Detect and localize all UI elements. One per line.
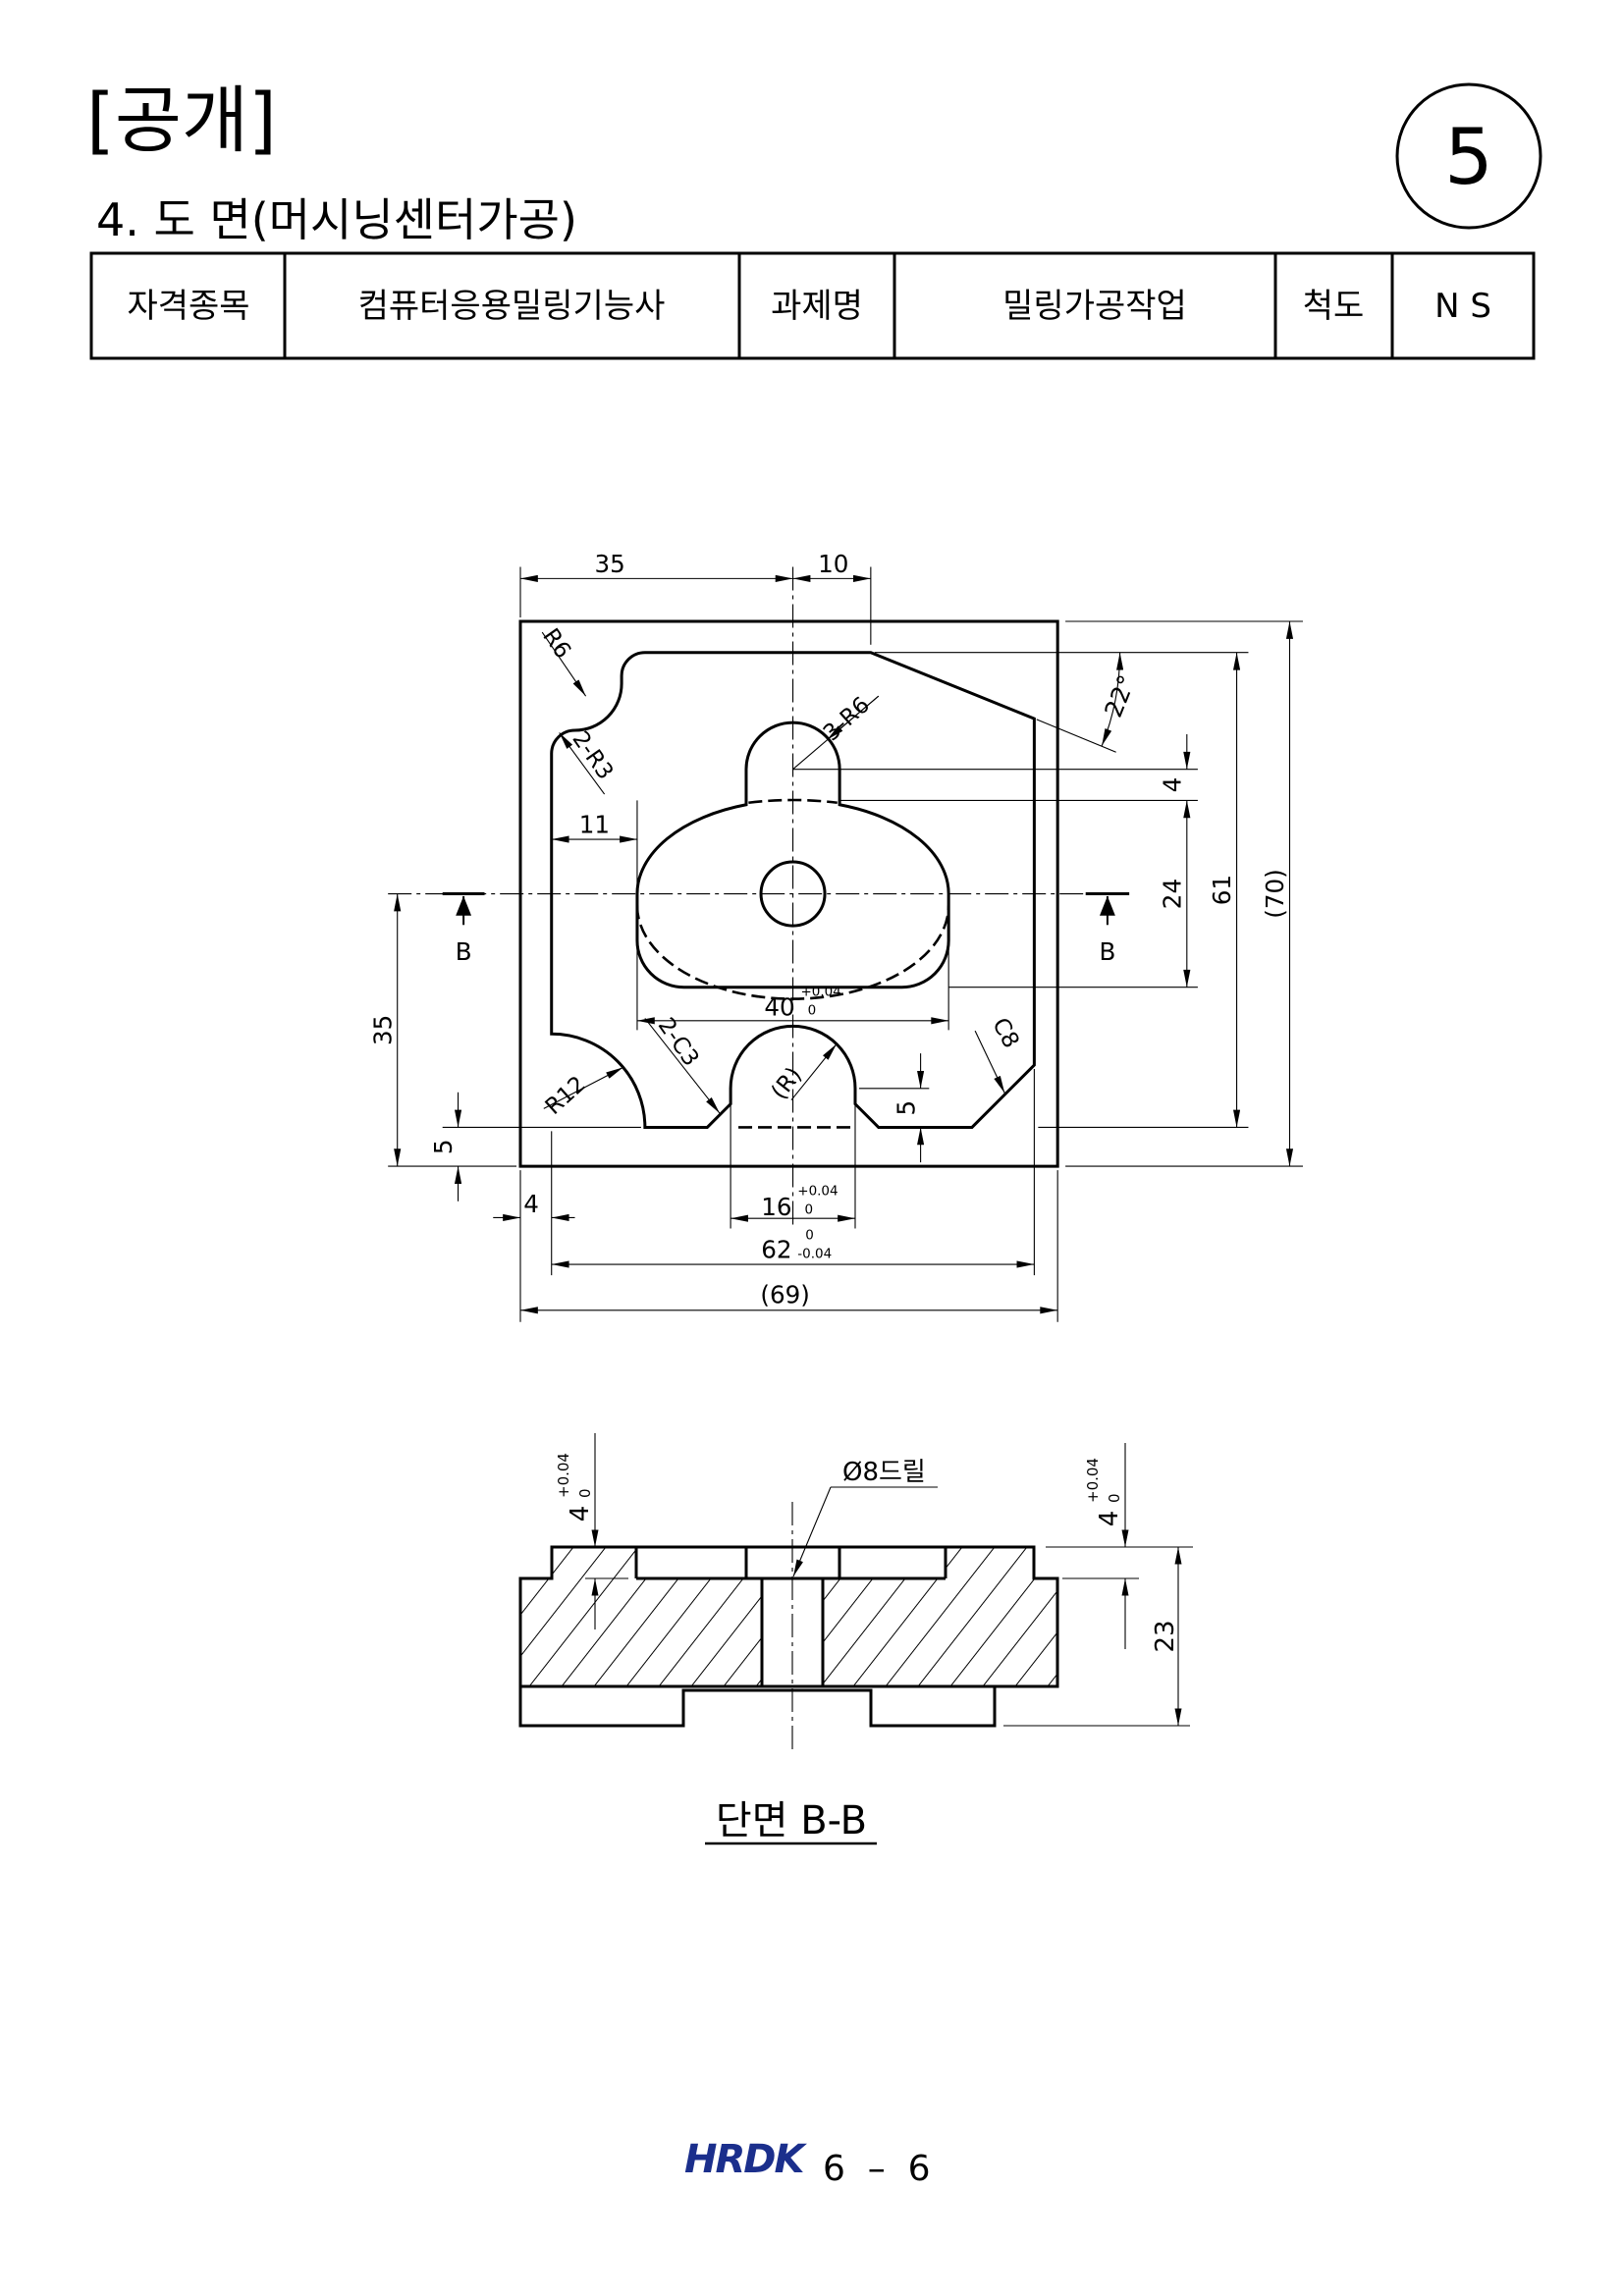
- depth-left-tol-lower: 0: [576, 1488, 594, 1498]
- section-title: 단면 B-B: [716, 1798, 867, 1843]
- dim-4-bottom: 4: [523, 1190, 539, 1218]
- section-mark-left-label: B: [456, 937, 472, 966]
- hatch-right: [823, 1547, 1057, 1686]
- foot-outline: [520, 1686, 995, 1726]
- dim-5-slot: 5: [892, 1100, 920, 1116]
- depth-right: 4: [1095, 1511, 1124, 1527]
- scale-label: 척도: [1303, 287, 1365, 326]
- dim-16-tol-lower: 0: [804, 1201, 813, 1217]
- section-outline: [520, 1547, 1057, 1686]
- angle-22: 22°: [1099, 670, 1141, 721]
- drill-note: Ø8드릴: [842, 1458, 926, 1487]
- dim-62-tol-lower: -0.04: [797, 1247, 832, 1262]
- section-view: 4 +0.04 0 4 +0.04 0 23 Ø8드릴 단면 B-B: [520, 1433, 1193, 1845]
- dim-11: 11: [579, 811, 610, 839]
- dim-4-right: 4: [1158, 777, 1186, 793]
- note-c8: C8: [987, 1014, 1023, 1052]
- section-title: 4. 도 면(머시닝센터가공): [96, 193, 577, 246]
- depth-left-tol-upper: +0.04: [555, 1453, 572, 1498]
- extension-lines: [388, 566, 1303, 1321]
- note-r6: R6: [537, 624, 575, 664]
- note-r12: R12: [541, 1071, 591, 1120]
- depth-left: 4: [566, 1506, 595, 1522]
- qualification-value: 컴퓨터응용밀링기능사: [358, 287, 666, 326]
- hrdk-logo: HRDK: [684, 2137, 807, 2182]
- height-23: 23: [1151, 1620, 1180, 1652]
- page-number: 6 – 6: [823, 2149, 931, 2189]
- dim-70: (70): [1261, 869, 1289, 918]
- dim-62: 62: [761, 1236, 791, 1264]
- section-mark-right: B: [1086, 894, 1129, 966]
- note-r: (R): [767, 1062, 807, 1104]
- dim-40-tol-upper: +0.04: [800, 984, 840, 999]
- scale-value: N S: [1434, 287, 1491, 326]
- note-2-r3: 2-R3: [567, 726, 618, 784]
- depth-right-tol-lower: 0: [1106, 1493, 1123, 1503]
- dim-40-tol-lower: 0: [808, 1002, 817, 1018]
- hatch-left: [520, 1547, 762, 1686]
- dim-61: 61: [1208, 875, 1236, 905]
- boss-outline: [552, 653, 1035, 1128]
- note-2-c3: 2-C3: [653, 1013, 704, 1071]
- sheet-number: 5: [1444, 114, 1493, 202]
- dim-10: 10: [818, 550, 848, 578]
- dim-40: 40: [764, 992, 794, 1021]
- dim-24: 24: [1158, 879, 1186, 909]
- task-label: 과제명: [771, 287, 863, 326]
- top-view: B B: [368, 550, 1303, 1322]
- section-mark-left: B: [443, 894, 485, 966]
- dim-35-top: 35: [595, 550, 625, 578]
- dim-35-left: 35: [368, 1015, 397, 1045]
- task-value: 밀링가공작업: [1002, 287, 1187, 326]
- dim-69: (69): [760, 1281, 809, 1309]
- section-mark-right-label: B: [1099, 937, 1115, 966]
- sheet-number-badge: 5: [1395, 82, 1542, 230]
- qualification-label: 자격종목: [127, 287, 249, 326]
- dim-16-tol-upper: +0.04: [797, 1183, 838, 1199]
- disclosure-label: [공개]: [86, 79, 277, 163]
- depth-right-tol-upper: +0.04: [1084, 1458, 1102, 1503]
- dim-16: 16: [761, 1193, 791, 1221]
- dim-5-left: 5: [429, 1139, 458, 1154]
- dim-62-tol-upper: 0: [805, 1228, 814, 1244]
- info-table: 자격종목 컴퓨터응용밀링기능사 과제명 밀링가공작업 척도 N S: [89, 251, 1536, 360]
- dimension-lines: [398, 578, 1290, 1309]
